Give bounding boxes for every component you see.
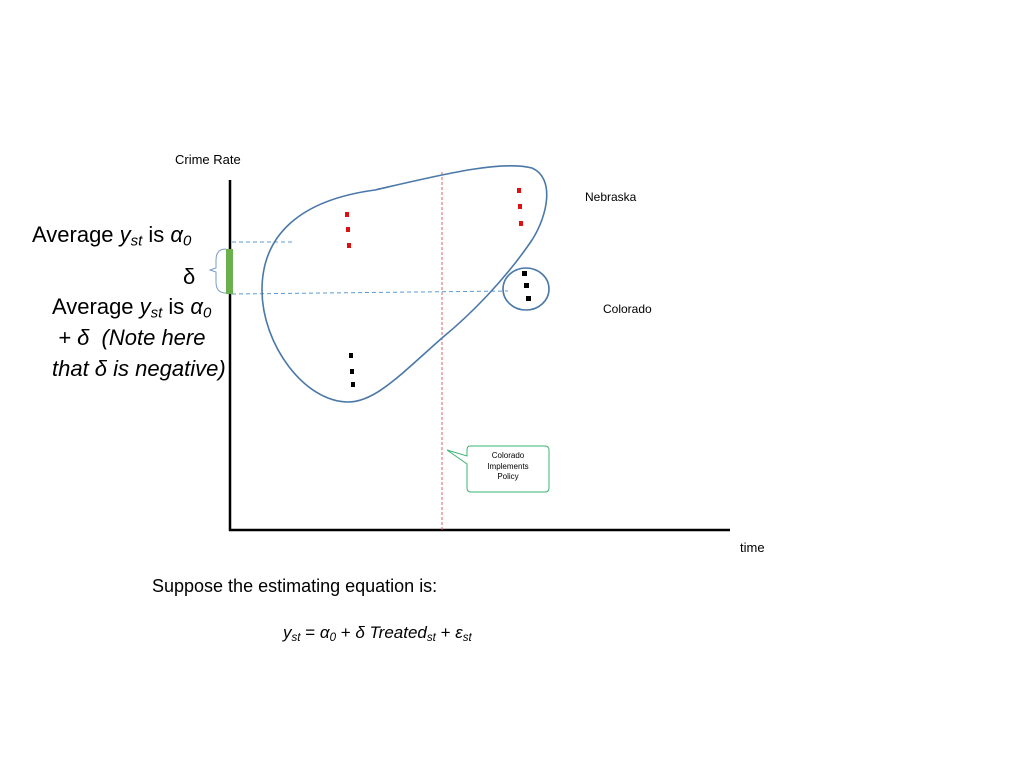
annotation-sub: 0	[202, 304, 212, 322]
eq-alpha: α	[319, 623, 330, 642]
annotation-sub: st	[130, 232, 143, 250]
nebraska-dot	[345, 212, 349, 217]
alpha-delta-guide-line	[231, 290, 509, 295]
eq-sub: 0	[329, 631, 336, 644]
colorado-dot	[351, 382, 355, 387]
annotation-note: (Note here that δ is negative)	[52, 325, 226, 381]
nebraska-dot	[518, 204, 522, 209]
delta-symbol: δ	[183, 264, 196, 289]
annotation-sub: st	[150, 304, 163, 322]
nebraska-dot	[519, 221, 523, 226]
x-axis-label: time	[740, 540, 765, 555]
eq-op: +	[435, 623, 456, 642]
eq-var: y	[283, 623, 292, 642]
callout-line: Implements	[487, 461, 529, 471]
delta-bracket	[208, 248, 227, 294]
colorado-post-circle	[502, 267, 550, 311]
colorado-dot	[350, 369, 354, 374]
callout-line: Policy	[497, 472, 519, 481]
eq-sub: st	[426, 631, 436, 644]
eq-delta: δ	[355, 623, 365, 642]
eq-op: +	[335, 623, 356, 642]
colorado-label: Colorado	[603, 302, 652, 316]
estimating-equation: yst = α0 + δ Treatedst + εst	[283, 623, 472, 644]
annotation-var: y	[119, 222, 131, 247]
policy-callout-box	[446, 445, 550, 493]
annotation-text: Average	[52, 294, 140, 319]
colorado-dot	[349, 353, 353, 358]
y-axis-label: Crime Rate	[175, 152, 241, 167]
comparison-ellipse	[261, 165, 548, 403]
nebraska-dot	[346, 227, 350, 232]
annotation-text: Average	[32, 222, 120, 247]
annotation-text: is	[162, 294, 185, 319]
eq-treated: Treated	[364, 623, 427, 642]
eq-eps: ε	[455, 623, 463, 642]
avg-alpha-annotation: Average yst is α0	[32, 222, 192, 250]
policy-callout-text: Colorado Implements Policy	[470, 451, 546, 483]
delta-bar	[226, 249, 233, 294]
annotation-sub: 0	[182, 232, 192, 250]
eq-sub: st	[291, 631, 301, 644]
equation-intro: Suppose the estimating equation is:	[152, 576, 438, 596]
annotation-sym: α	[170, 222, 183, 247]
nebraska-label: Nebraska	[585, 190, 637, 204]
nebraska-dot	[517, 188, 521, 193]
annotation-var: y	[139, 294, 151, 319]
eq-sub: st	[462, 631, 472, 644]
colorado-dot	[524, 283, 529, 288]
annotation-text: is	[142, 222, 171, 247]
colorado-dot	[522, 271, 527, 276]
annotation-text: + δ	[52, 325, 102, 350]
nebraska-dot	[347, 243, 351, 248]
eq-op: =	[300, 623, 320, 642]
callout-line: Colorado	[491, 451, 525, 460]
annotation-sym: α	[190, 294, 203, 319]
avg-alpha-delta-annotation: Average yst is α0 + δ (Note here that δ …	[52, 291, 227, 384]
colorado-dot	[526, 296, 531, 301]
